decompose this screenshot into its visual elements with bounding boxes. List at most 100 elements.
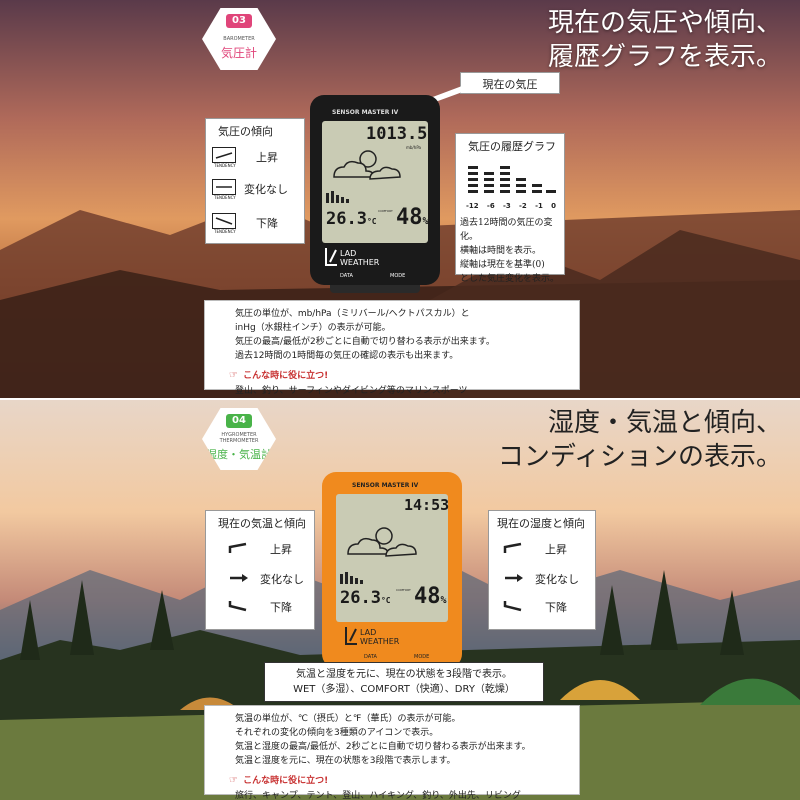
data-button-label: DATA bbox=[364, 654, 377, 660]
badge-label-jp: 気圧計 bbox=[220, 46, 257, 60]
trend-steady: TENDENCY 変化なし bbox=[212, 179, 288, 205]
forecast-sun-cloud-icon bbox=[347, 527, 417, 557]
info-line: 気圧の単位が、mb/hPa（ミリバール/ヘクトパスカル）と bbox=[235, 309, 470, 319]
current-pressure-label: 現在の気圧 bbox=[482, 78, 538, 91]
tendency-label: TENDENCY bbox=[214, 229, 236, 234]
history-title: 気圧の履歴グラフ bbox=[468, 140, 556, 153]
info-line: 気温の単位が、℃（摂氏）と℉（華氏）の表示が可能。 bbox=[235, 714, 461, 724]
rising-trend-icon bbox=[503, 542, 522, 553]
info-line: それぞれの変化の傾向を3種類のアイコンで表示。 bbox=[235, 728, 439, 738]
lcd-pressure: 1013.5 bbox=[366, 124, 428, 144]
temp-trend-falling: 下降 bbox=[270, 601, 292, 614]
barometer-panel: 03 BAROMETER 気圧計 現在の気圧や傾向、 履歴グラフを表示。 現在の… bbox=[0, 0, 800, 398]
info-line: inHg（水銀柱インチ）の表示が可能。 bbox=[235, 323, 391, 333]
tendency-label: TENDENCY bbox=[214, 163, 236, 168]
steady-trend-icon bbox=[505, 574, 523, 582]
usage-line: 旅行、キャンプ、テント、登山、ハイキング、釣り、外出先、リビング bbox=[235, 791, 521, 800]
section-badge: 04 HYGROMETER THERMOMETER 湿度・気温計 bbox=[202, 408, 276, 470]
badge-label-jp: 湿度・気温計 bbox=[206, 448, 272, 461]
badge-number: 04 bbox=[226, 414, 252, 428]
brand-logo-icon bbox=[325, 248, 337, 266]
headline-line-1: 現在の気圧や傾向、 bbox=[547, 8, 782, 38]
trend-callout: 気圧の傾向 TENDENCY 上昇 TENDENCY 変化なし TENDENCY… bbox=[205, 118, 305, 244]
lcd-humidity: 48% bbox=[414, 584, 447, 609]
info-line: 気温と湿度を元に、現在の状態を3段階で表示します。 bbox=[235, 756, 456, 766]
trend-rising: TENDENCY 上昇 bbox=[212, 147, 278, 173]
hint-row: ☞ こんな時に役に立つ! bbox=[229, 363, 579, 382]
weather-station-device: SENSOR MASTER IV 1013.5 mb/hPa 26.3°C 48… bbox=[310, 95, 440, 285]
hum-trend-title: 現在の湿度と傾向 bbox=[497, 517, 585, 530]
lcd-pressure-unit: mb/hPa bbox=[406, 145, 422, 150]
info-line: 過去12時間の1時間毎の気圧の確認の表示も出来ます。 bbox=[235, 351, 459, 361]
lcd-history-bars bbox=[340, 572, 363, 584]
history-bar-graph bbox=[468, 166, 556, 193]
trend-title: 気圧の傾向 bbox=[218, 125, 273, 138]
condition-line-1: 気温と湿度を元に、現在の状態を3段階で表示。 bbox=[295, 669, 513, 680]
lcd-history-bars bbox=[326, 191, 349, 203]
rising-trend-icon bbox=[228, 542, 247, 553]
badge-label-en-1: HYGROMETER bbox=[221, 432, 257, 438]
data-button-label: DATA bbox=[340, 273, 353, 279]
lcd-temperature: 26.3°C bbox=[326, 209, 377, 229]
condition-line-2: WET（多湿）、COMFORT（快適）、DRY（乾燥） bbox=[293, 684, 515, 695]
temperature-trend-callout: 現在の気温と傾向 上昇 変化なし 下降 bbox=[205, 510, 315, 630]
falling-trend-icon bbox=[503, 601, 522, 612]
trend-label-falling: 下降 bbox=[256, 217, 278, 230]
hygrometer-panel: 04 HYGROMETER THERMOMETER 湿度・気温計 湿度・気温と傾… bbox=[0, 400, 800, 800]
hum-trend-rising: 上昇 bbox=[545, 543, 567, 556]
panel-divider bbox=[0, 398, 800, 400]
lcd-screen: 1013.5 mb/hPa 26.3°C 48% COMFORT bbox=[322, 121, 429, 243]
info-line: 気圧の最高/最低が2秒ごとに自動で切り替わる表示が出来ます。 bbox=[235, 337, 495, 347]
weather-station-device: SENSOR MASTER IV 14:53 26.3°C 48% COMFOR… bbox=[322, 472, 462, 668]
tendency-steady-icon bbox=[212, 179, 236, 195]
tendency-label: TENDENCY bbox=[214, 195, 236, 200]
trend-label-steady: 変化なし bbox=[244, 183, 288, 196]
tendency-rising-icon bbox=[212, 147, 236, 163]
humidity-trend-callout: 現在の湿度と傾向 上昇 変化なし 下降 bbox=[488, 510, 596, 630]
trend-falling: TENDENCY 下降 bbox=[212, 213, 278, 239]
lcd-temperature: 26.3°C bbox=[340, 588, 391, 608]
info-line: 気温と湿度の最高/最低が、2秒ごとに自動で切り替わる表示が出来ます。 bbox=[235, 742, 531, 752]
hum-trend-falling: 下降 bbox=[545, 601, 567, 614]
trend-label-rising: 上昇 bbox=[256, 151, 278, 164]
hint-label: こんな時に役に立つ! bbox=[243, 776, 329, 786]
device-model: SENSOR MASTER IV bbox=[352, 482, 419, 489]
hum-trend-steady: 変化なし bbox=[535, 573, 579, 586]
hint-row: ☞ こんな時に役に立つ! bbox=[229, 768, 579, 787]
headline-line-1: 湿度・気温と傾向、 bbox=[547, 408, 782, 438]
hint-label: こんな時に役に立つ! bbox=[243, 371, 329, 381]
device-model: SENSOR MASTER IV bbox=[332, 109, 399, 116]
current-pressure-callout: 現在の気圧 bbox=[460, 72, 560, 94]
temp-trend-steady: 変化なし bbox=[260, 573, 304, 586]
lcd-screen: 14:53 26.3°C 48% COMFORT bbox=[336, 494, 450, 622]
headline: 現在の気圧や傾向、 履歴グラフを表示。 bbox=[548, 6, 782, 74]
steady-trend-icon bbox=[230, 574, 248, 582]
headline-line-2: 履歴グラフを表示。 bbox=[547, 42, 782, 72]
badge-number: 03 bbox=[226, 14, 252, 28]
barometer-info-box: 気圧の単位が、mb/hPa（ミリバール/ヘクトパスカル）と inHg（水銀柱イン… bbox=[204, 300, 580, 396]
usage-line: 登山、釣り、サーフィンやダイビング等のマリンスポーツ bbox=[235, 386, 468, 396]
temp-trend-rising: 上昇 bbox=[270, 543, 292, 556]
lcd-time: 14:53 bbox=[404, 496, 450, 514]
forecast-sun-cloud-icon bbox=[333, 150, 401, 180]
tendency-falling-icon bbox=[212, 213, 236, 229]
falling-trend-icon bbox=[228, 601, 247, 612]
hygrometer-info-box: 気温の単位が、℃（摂氏）と℉（華氏）の表示が可能。 それぞれの変化の傾向を3種類… bbox=[204, 705, 580, 800]
lcd-comfort: COMFORT bbox=[396, 588, 411, 592]
mode-button-label: MODE bbox=[414, 654, 430, 660]
mode-button-label: MODE bbox=[390, 273, 406, 279]
pointing-hand-icon: ☞ bbox=[229, 370, 238, 381]
lcd-humidity: 48% bbox=[396, 205, 429, 230]
badge-label-en: BAROMETER bbox=[223, 36, 255, 42]
temp-trend-title: 現在の気温と傾向 bbox=[218, 517, 306, 530]
brand-logo-icon bbox=[345, 627, 357, 645]
device-buttons bbox=[330, 285, 420, 293]
headline-line-2: コンディションの表示。 bbox=[497, 442, 782, 472]
badge-label-en-2: THERMOMETER bbox=[219, 438, 259, 444]
headline: 湿度・気温と傾向、 コンディションの表示。 bbox=[498, 406, 782, 474]
